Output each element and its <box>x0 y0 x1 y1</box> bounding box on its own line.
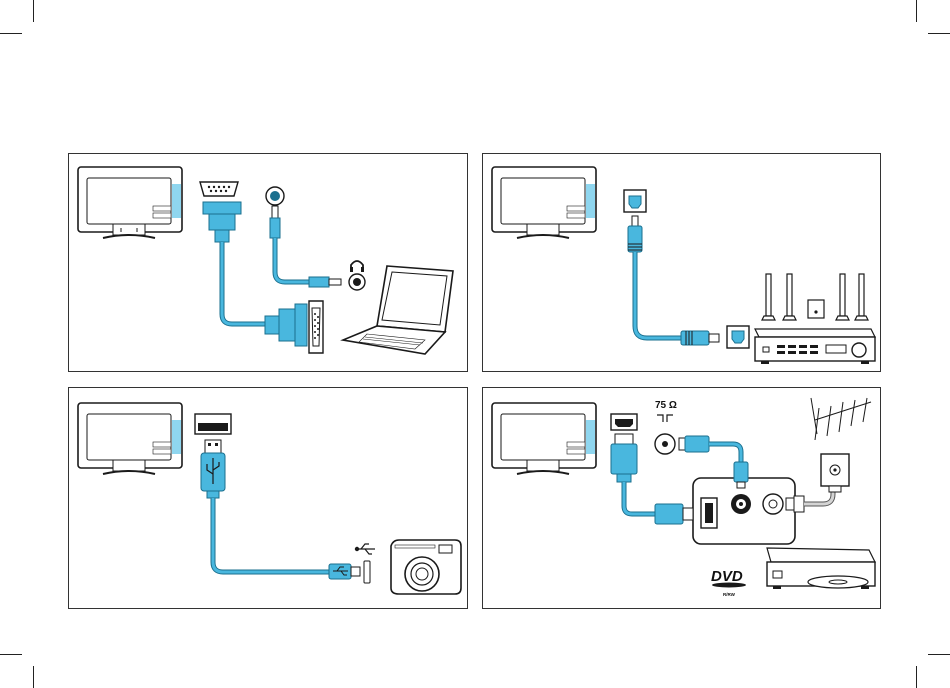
dvd-logo-subtext: R/RW <box>723 592 736 597</box>
antenna-impedance-label: 75 Ω <box>655 400 677 411</box>
panel-usb <box>68 387 468 609</box>
audio-jack-icon <box>266 187 284 238</box>
crop-mark <box>916 666 917 688</box>
tv-icon <box>78 167 182 238</box>
dvd-logo-text: DVD <box>711 568 743 585</box>
crop-mark <box>916 0 917 22</box>
wall-socket-icon <box>821 454 849 492</box>
tv-icon <box>78 403 182 474</box>
crop-mark <box>0 654 22 655</box>
panel-hdmi-antenna: 75 Ω <box>482 387 881 609</box>
vga-port-icon <box>265 301 323 353</box>
crop-mark <box>33 0 34 22</box>
antenna-icon <box>811 398 871 440</box>
speakers-icon <box>762 274 868 320</box>
tv-icon <box>492 403 596 474</box>
crop-mark <box>33 666 34 688</box>
dvd-recorder-icon <box>767 548 875 589</box>
usb-symbol-icon <box>355 544 375 554</box>
crop-mark <box>928 33 950 34</box>
hdmi-port-icon <box>655 498 717 528</box>
tv-icon <box>492 167 596 238</box>
usb-port-icon <box>195 414 231 498</box>
vga-port-icon <box>200 182 241 242</box>
crop-mark <box>928 654 950 655</box>
audio-jack-icon <box>309 274 365 290</box>
headphones-icon <box>350 261 364 272</box>
antenna-port-icon <box>655 434 709 454</box>
dvd-logo: DVD R/RW <box>711 568 746 597</box>
optical-port-icon <box>624 190 646 252</box>
optical-port-icon <box>681 326 749 348</box>
panel-optical <box>482 153 881 372</box>
usb-port-icon <box>329 561 370 583</box>
panel-vga-audio <box>68 153 468 372</box>
camera-icon <box>391 540 461 594</box>
hdmi-port-icon <box>611 414 637 482</box>
amplifier-icon <box>755 329 875 364</box>
crop-mark <box>0 33 22 34</box>
